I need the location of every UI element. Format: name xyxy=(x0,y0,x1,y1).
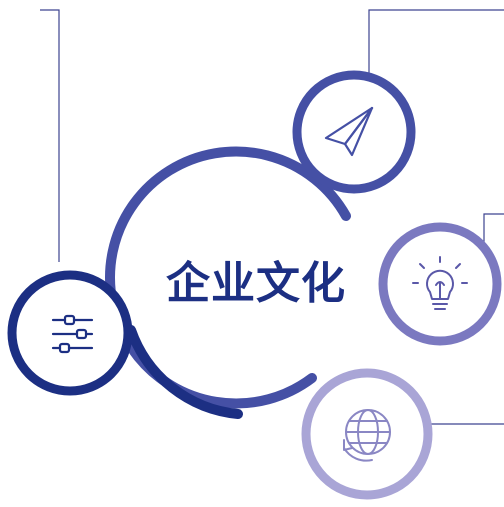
center-ring-lower xyxy=(126,325,243,419)
center-title: 企业文化 xyxy=(166,258,346,309)
paper-plane-icon xyxy=(324,106,374,157)
node-send xyxy=(292,70,416,194)
center-ring xyxy=(105,146,351,409)
lightbulb-icon xyxy=(412,256,468,310)
node-settings-sliders xyxy=(7,270,133,396)
connector-line-top xyxy=(368,9,504,73)
node-idea xyxy=(378,222,502,346)
node-global xyxy=(301,368,433,500)
connector-line-left xyxy=(40,9,60,262)
globe-refresh-icon xyxy=(343,409,391,462)
node-ring-global xyxy=(301,368,433,500)
sliders-icon xyxy=(51,314,94,354)
